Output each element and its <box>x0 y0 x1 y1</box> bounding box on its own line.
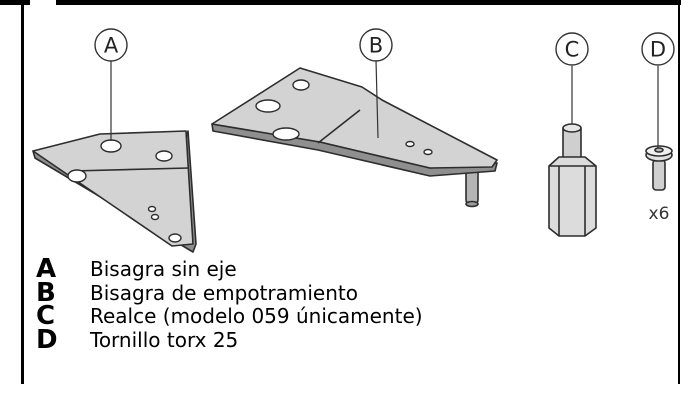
panel-frame <box>21 5 680 384</box>
part-d-screw <box>645 145 673 191</box>
legend-text-c: Realce (modelo 059 únicamente) <box>90 304 423 329</box>
part-b-hinge <box>211 67 498 208</box>
parts-legend: A Bisagra sin eje B Bisagra de empotrami… <box>36 254 423 355</box>
legend-key-b: B <box>36 277 56 308</box>
callout-d: D <box>650 38 666 62</box>
legend-key-d: D <box>36 324 58 355</box>
legend-item-c: C Realce (modelo 059 únicamente) <box>36 301 423 332</box>
callout-circle-b <box>359 28 393 62</box>
legend-item-a: A Bisagra sin eje <box>36 254 423 285</box>
legend-text-a: Bisagra sin eje <box>90 257 237 282</box>
callout-circle-d <box>641 32 675 66</box>
part-c-spacer <box>548 123 597 237</box>
callout-a: A <box>104 34 119 58</box>
legend-text-d: Tornillo torx 25 <box>90 327 239 352</box>
legend-item-b: B Bisagra de empotramiento <box>36 277 423 308</box>
quantity-label: x6 <box>649 204 670 224</box>
legend-key-c: C <box>36 301 56 332</box>
parts-illustration: A B C D x6 <box>32 28 675 253</box>
top-rule <box>0 0 681 5</box>
callout-circle-a <box>94 28 128 62</box>
part-a-hinge <box>32 130 197 253</box>
callout-b: B <box>369 34 383 58</box>
legend-item-d: D Tornillo torx 25 <box>36 324 423 355</box>
leader-line-b <box>375 59 379 139</box>
callout-circle-c <box>555 32 589 66</box>
legend-key-a: A <box>36 254 57 285</box>
legend-text-b: Bisagra de empotramiento <box>90 280 358 305</box>
top-rule-gap <box>30 0 56 5</box>
callout-c: C <box>565 38 580 62</box>
